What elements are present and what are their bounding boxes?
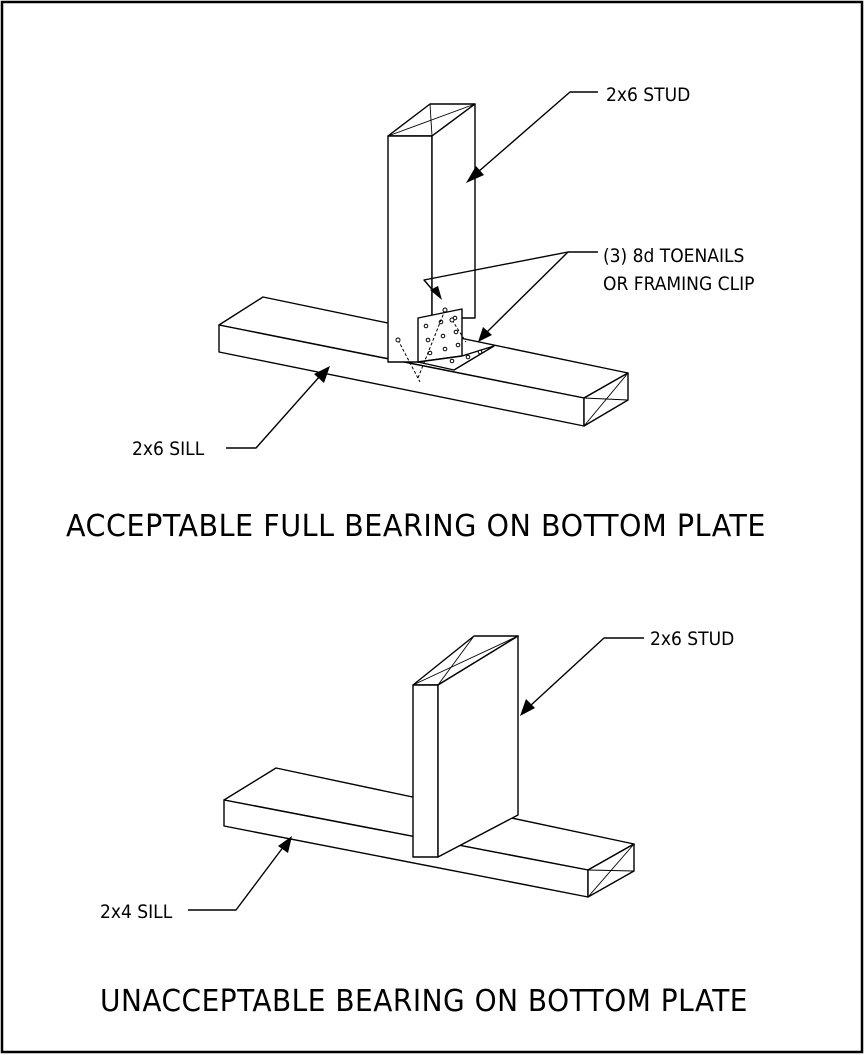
fastener-label-line2: OR FRAMING CLIP: [603, 273, 754, 295]
bottom-sill-leader: [188, 836, 292, 911]
bottom-stud-label: 2x6 STUD: [650, 628, 734, 650]
bottom-detail: 2x6 STUD 2x4 SILL UNACCEPTABLE BEARING O…: [100, 628, 748, 1019]
top-stud-label: 2x6 STUD: [606, 84, 690, 106]
top-stud-leader: [466, 91, 598, 183]
top-sill-label: 2x6 SILL: [132, 438, 205, 460]
toenails: [395, 307, 467, 383]
bottom-stud: [412, 635, 519, 858]
top-stud: [387, 103, 476, 363]
bottom-detail-title: UNACCEPTABLE BEARING ON BOTTOM PLATE: [100, 984, 748, 1019]
fastener-label-line1: (3) 8d TOENAILS: [603, 245, 744, 267]
fastener-leaders: [423, 251, 598, 342]
bottom-sill-label: 2x4 SILL: [100, 901, 173, 923]
bottom-stud-leader: [520, 637, 644, 716]
top-sill-leader: [226, 366, 330, 449]
top-detail-title: ACCEPTABLE FULL BEARING ON BOTTOM PLATE: [66, 509, 766, 544]
top-detail: 2x6 STUD (3) 8d TOENAILS OR FRAMING CLIP…: [66, 84, 766, 544]
